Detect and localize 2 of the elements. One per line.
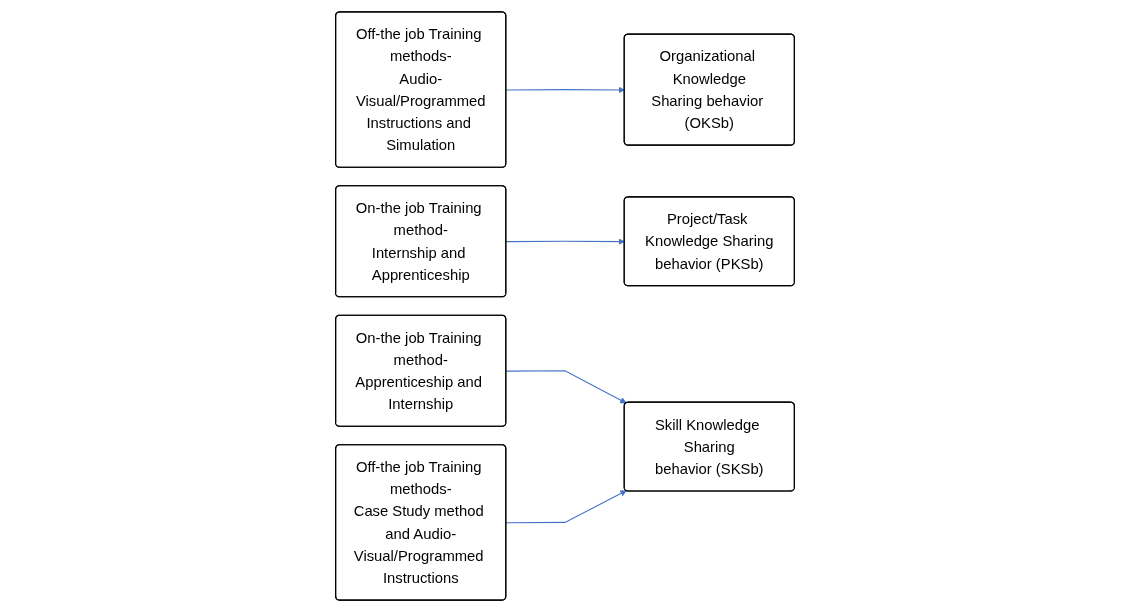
arrow xyxy=(505,370,627,404)
arrow xyxy=(505,490,627,524)
